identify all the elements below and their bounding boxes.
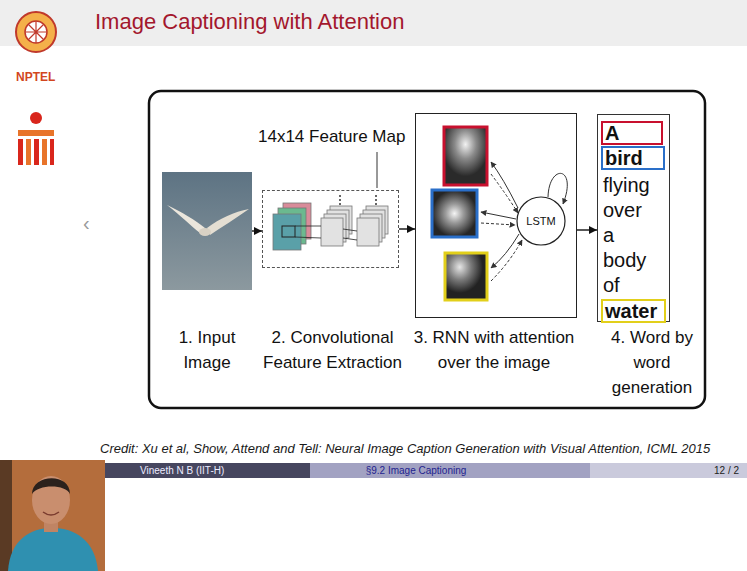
feedback-arrow [491, 240, 522, 281]
bird-photo [162, 172, 252, 290]
caption-word: flying [603, 173, 650, 197]
caption-word: of [603, 273, 620, 297]
logo-name: NPTEL [16, 70, 55, 84]
word-column: flyingoverabodyof4. Word by word generat… [597, 114, 670, 322]
presenter-face [32, 476, 70, 524]
attended-word-box: bird [601, 146, 665, 170]
logo-pillar [50, 139, 54, 165]
lstm-circle: LSTM [516, 196, 566, 246]
water-background [162, 172, 252, 290]
presenter-hair [32, 478, 70, 494]
attended-word: A [605, 123, 619, 143]
logo-pillar [34, 139, 39, 165]
footer-left [105, 463, 310, 478]
dots [375, 203, 377, 205]
header-band [0, 0, 747, 46]
flow-arrow [399, 228, 415, 229]
dots [339, 195, 341, 197]
slide-title: Image Captioning with Attention [95, 9, 404, 35]
presenter-shirt [8, 528, 98, 571]
step-label: 4. Word by word generation [605, 325, 699, 400]
feature-map [357, 218, 379, 246]
iith-logo [18, 112, 54, 165]
attended-word-box: A [601, 121, 663, 145]
input-image: 1. Input Image [162, 172, 252, 290]
footer-section: §9.2 Image Captioning [366, 464, 467, 477]
footer-author: Vineeth N B (IIT-H) [140, 464, 224, 477]
attention-wiring [481, 162, 567, 281]
credit-caption: Credit: Xu et al, Show, Attend and Tell:… [100, 441, 710, 457]
dots [375, 199, 377, 201]
step-label: 2. Convolutional Feature Extraction [252, 325, 414, 375]
bird-wing [207, 209, 249, 235]
attention-arrow [481, 212, 516, 219]
feedback-arrow [491, 174, 518, 213]
emblem-spokes [25, 21, 47, 43]
feedback-arrow [481, 223, 515, 225]
caption-word: over [603, 198, 642, 222]
attention-arrow [491, 162, 518, 208]
feature-map-label: 14x14 Feature Map [258, 127, 405, 147]
footer-page: 12 / 2 [714, 464, 739, 477]
feature-map [273, 214, 301, 250]
caption-word: body [603, 248, 646, 272]
logo-pillar [26, 139, 31, 165]
flow-arrow [577, 229, 597, 230]
nptel-emblem [16, 12, 56, 52]
presenter-video [0, 460, 105, 571]
attended-word: water [605, 301, 657, 321]
nav-arrow: ‹ [83, 211, 90, 235]
footer-middle [310, 463, 590, 478]
logo-pillar [18, 139, 23, 165]
feature-maps [273, 195, 388, 250]
feature-extraction-box: 2. Convolutional Feature Extraction [262, 190, 399, 268]
step-label: 3. RNN with attention over the image [398, 325, 590, 375]
presenter-smile [43, 512, 59, 515]
feature-map [321, 218, 343, 246]
dots [339, 199, 341, 201]
outer-frame [149, 91, 705, 408]
leader-line [377, 152, 378, 188]
attention-map [432, 190, 477, 237]
kernel-lines [295, 226, 357, 240]
attention-map [445, 253, 487, 300]
attention-arrow [491, 234, 519, 268]
attended-word-box: water [601, 299, 666, 323]
step-label: 1. Input Image [159, 325, 255, 375]
flow-arrow [252, 230, 262, 231]
bird-wing [167, 205, 205, 233]
logo-dot [30, 112, 42, 124]
attention-map [444, 127, 487, 185]
footer-right [590, 463, 747, 478]
logo-pillar [42, 139, 47, 165]
caption-word: a [603, 223, 614, 247]
bird-body [199, 228, 211, 236]
rnn-attention-box: 3. RNN with attention over the imageLSTM [415, 113, 577, 318]
logo-bar [18, 130, 54, 136]
receptive-field [282, 226, 295, 237]
dots [339, 203, 341, 205]
dots [375, 195, 377, 197]
emblem-core [25, 21, 47, 43]
lstm-label: LSTM [516, 214, 566, 228]
video-shadow [0, 460, 12, 571]
attended-word: bird [605, 148, 643, 168]
emblem-ring [16, 12, 56, 52]
video-background [0, 460, 105, 571]
circle-shape [517, 197, 565, 245]
